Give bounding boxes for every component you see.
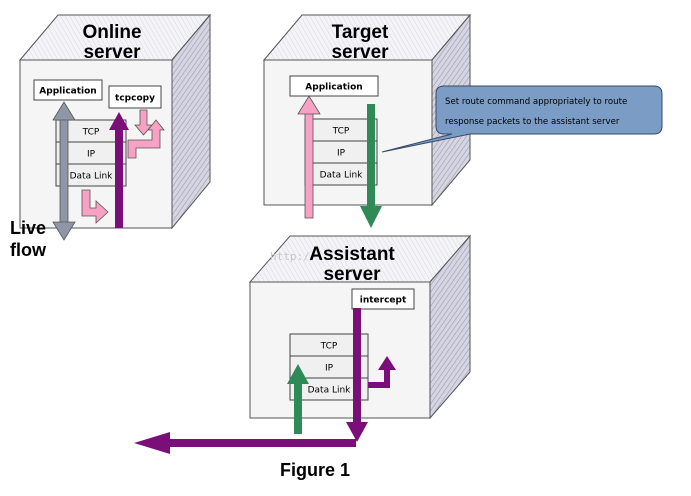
- assistant-server-title-line2: server: [323, 264, 381, 285]
- watermark-text: http://: [270, 250, 316, 263]
- assistant-intercept-box: intercept: [351, 288, 415, 310]
- online-stack: TCP IP Data Link: [55, 119, 127, 187]
- live-flow-arrow: [52, 101, 76, 241]
- online-tcpcopy-box: tcpcopy: [108, 85, 162, 109]
- online-stack-datalink: Data Link: [70, 172, 114, 182]
- assistant-purple-down-arrow: [346, 308, 368, 442]
- online-stack-tcp: TCP: [82, 128, 100, 138]
- assistant-intercept-label: intercept: [360, 296, 407, 306]
- online-server-title-line1: Online: [82, 22, 141, 43]
- target-server-title-line2: server: [331, 42, 389, 63]
- assistant-stack-ip: IP: [325, 364, 334, 374]
- online-purple-arrow: [109, 112, 129, 228]
- assistant-stack-tcp: TCP: [320, 342, 338, 352]
- target-stack-datalink: Data Link: [320, 171, 364, 181]
- target-green-down-arrow: [360, 104, 382, 228]
- online-server-title-line2: server: [83, 42, 141, 63]
- assistant-stack-datalink: Data Link: [308, 386, 352, 396]
- online-application-label: Application: [39, 87, 96, 97]
- assistant-purple-loop-arrow: [368, 356, 396, 388]
- target-pink-up-arrow: [297, 95, 321, 219]
- target-application-box: Application: [289, 75, 379, 97]
- online-application-box: Application: [33, 79, 103, 101]
- target-stack-ip: IP: [337, 149, 346, 159]
- online-pink-arrow: [81, 189, 109, 224]
- target-server-title-line1: Target: [332, 22, 389, 43]
- assistant-purple-left-arrow: [134, 432, 356, 454]
- assistant-stack: TCP IP Data Link: [289, 333, 369, 401]
- assistant-server-title-line1: Assistant: [309, 244, 395, 265]
- live-flow-line1: Live: [10, 218, 46, 238]
- figure-caption: Figure 1: [280, 460, 350, 480]
- target-stack: TCP IP Data Link: [304, 118, 378, 186]
- target-stack-tcp: TCP: [332, 127, 350, 137]
- callout-line2: response packets to the assistant server: [445, 117, 620, 127]
- online-tcpcopy-label: tcpcopy: [115, 94, 155, 104]
- route-callout: Set route command appropriately to route…: [381, 85, 663, 153]
- live-flow-line2: flow: [10, 240, 47, 260]
- target-application-label: Application: [305, 83, 362, 93]
- assistant-green-up-arrow: [287, 364, 309, 434]
- online-pink-loop-arrow: [127, 119, 165, 159]
- online-stack-ip: IP: [87, 150, 96, 160]
- callout-line1: Set route command appropriately to route: [445, 97, 627, 107]
